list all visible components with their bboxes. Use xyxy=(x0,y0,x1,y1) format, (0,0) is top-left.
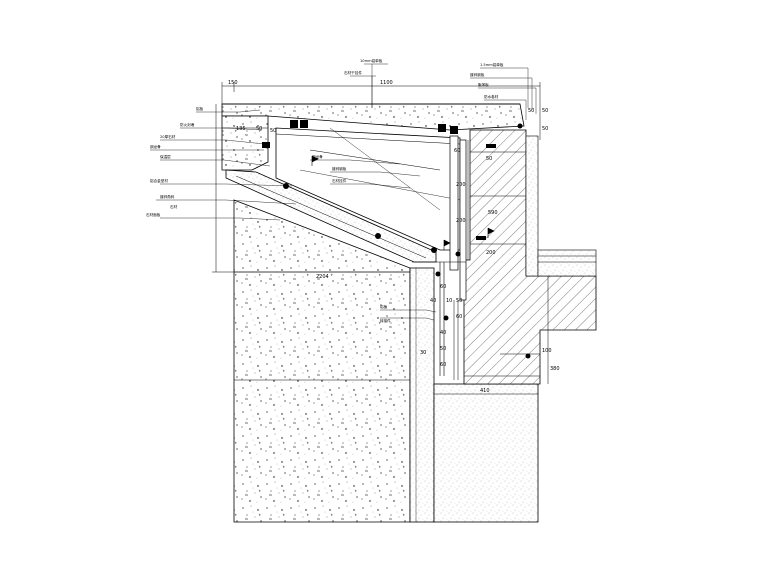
dim-50-inner: 50 xyxy=(270,128,276,134)
note-left-e: 保温层 xyxy=(160,154,171,159)
note-left-d: 钢龙骨 xyxy=(150,144,161,149)
dim-low-40b: 40 xyxy=(440,330,446,336)
dim-low-50b: 50 xyxy=(440,346,446,352)
dim-1100: 1100 xyxy=(380,80,393,86)
structural-column xyxy=(463,129,597,385)
note-right-b: 镀锌钢板 xyxy=(470,72,485,77)
note-right-d: 防水卷材 xyxy=(484,94,499,99)
note-right-c: 聚苯板 xyxy=(478,82,489,87)
note-right-a: 1.5mm铝单板 xyxy=(480,62,504,67)
note-mid-a: 钢龙骨 xyxy=(312,154,323,159)
stone-panel-strip xyxy=(409,267,435,523)
note-mid-b: 镀锌钢板 xyxy=(332,166,347,171)
note-left-g: 镀锌角码 xyxy=(160,194,175,199)
flag-markers xyxy=(311,155,495,250)
note-low-b: 转接件 xyxy=(380,318,391,323)
note-mid-c: 石材挂件 xyxy=(332,178,347,183)
annotation-texts: 10mm铝单板 石材干挂件 1.5mm铝单板 镀锌钢板 聚苯板 防水卷材 铝板 … xyxy=(146,58,504,323)
dim-590: 590 xyxy=(488,210,498,216)
note-left-i: 石材面板 xyxy=(146,212,161,217)
dim-50-right-a: 50 xyxy=(542,126,548,132)
dim-low-50: 50 xyxy=(456,298,462,304)
dim-50-v: 50 xyxy=(486,156,492,162)
note-top-a: 10mm铝单板 xyxy=(360,58,383,63)
dim-60: 60 xyxy=(454,148,460,154)
note-left-h: 石材 xyxy=(170,204,178,209)
note-left-b: 防火封堵 xyxy=(180,122,195,127)
concrete-foundation-right xyxy=(433,383,539,523)
leader-lines xyxy=(150,63,537,321)
dim-2204: 2204 xyxy=(316,274,329,280)
note-left-f: 铝合金型材 xyxy=(150,178,168,183)
dim-50-left: 50 xyxy=(256,126,262,132)
dim-380: 380 xyxy=(550,366,560,372)
dim-50-right-c: 50 xyxy=(528,108,534,114)
dim-200-b: 200 xyxy=(456,218,466,224)
dim-low-60: 60 xyxy=(440,284,446,290)
dim-low-10: 10 xyxy=(446,298,452,304)
note-low-a: 铝板 xyxy=(380,304,388,309)
steel-frame xyxy=(412,135,540,380)
dim-410: 410 xyxy=(480,388,490,394)
dim-50-right-b: 50 xyxy=(542,108,548,114)
dim-low-30: 30 xyxy=(420,350,426,356)
dimension-texts: 150 1100 135 50 50 50 50 50 2204 60 200 … xyxy=(228,80,560,394)
dim-150: 150 xyxy=(228,80,238,86)
note-left-a: 铝板 xyxy=(196,106,204,111)
dim-low-60b: 60 xyxy=(456,314,462,320)
dim-200: 200 xyxy=(456,182,466,188)
note-top-b: 石材干挂件 xyxy=(344,70,362,75)
note-left-c: 20厚石材 xyxy=(160,134,176,139)
dim-200-c: 200 xyxy=(486,250,496,256)
dim-135: 135 xyxy=(236,126,246,132)
dim-low-60c: 60 xyxy=(440,362,446,368)
dim-100: 100 xyxy=(542,348,552,354)
dim-low-40: 40 xyxy=(430,298,436,304)
fixing-brackets xyxy=(262,120,531,359)
